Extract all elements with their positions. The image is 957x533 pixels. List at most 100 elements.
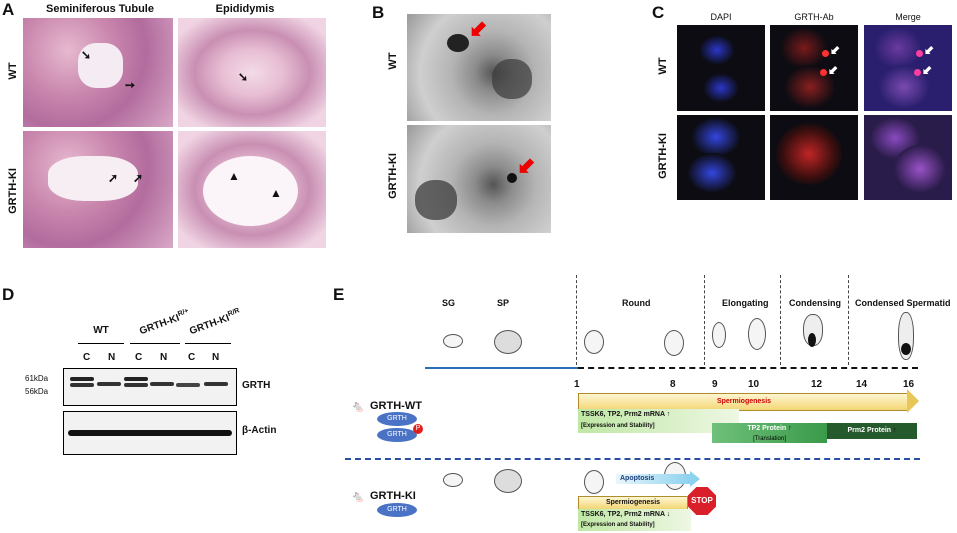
lane-n-1: N bbox=[108, 352, 116, 363]
cell-elong-2 bbox=[748, 318, 766, 350]
stage-condensing: Condensing bbox=[789, 298, 841, 308]
row-divider bbox=[345, 458, 920, 460]
grth-oval-1: GRTH bbox=[377, 412, 417, 426]
up-arrow-icon: ↑ bbox=[666, 411, 671, 418]
ki-label: GRTH-KI bbox=[370, 490, 416, 502]
timeline-dashed bbox=[578, 367, 918, 369]
arrow-icon: ➚ bbox=[108, 171, 119, 185]
mouse-icon: 🐁 bbox=[351, 401, 365, 413]
arrow-icon: ➘ bbox=[238, 70, 249, 84]
col-header-grth-ab: GRTH-Ab bbox=[794, 12, 834, 22]
red-arrow-icon: ⬋ bbox=[469, 16, 488, 41]
protein-actin: β-Actin bbox=[242, 425, 277, 436]
panel-label-c: C bbox=[652, 3, 665, 22]
phospho-badge: P bbox=[413, 424, 423, 434]
panel-label-b: B bbox=[372, 3, 385, 22]
cell-sg-ki bbox=[443, 473, 463, 487]
lane-group-wt: WT bbox=[93, 325, 109, 336]
lane-c-3: C bbox=[188, 352, 196, 363]
up-arrow-icon: ↑ bbox=[788, 425, 792, 432]
fluor-ki-dapi bbox=[677, 115, 765, 200]
tick-8: 8 bbox=[670, 379, 676, 390]
blot-grth bbox=[63, 368, 237, 406]
lane-n-2: N bbox=[160, 352, 168, 363]
arrowhead-icon: ▲ bbox=[270, 186, 282, 200]
stop-sign-icon: STOP bbox=[688, 487, 716, 515]
arrow-head-wt bbox=[907, 389, 919, 413]
red-arrow-icon: ⬋ bbox=[517, 153, 536, 178]
spermiogenesis-bar-ki: Spermiogenesis bbox=[578, 496, 688, 510]
stage-elongating: Elongating bbox=[722, 298, 769, 308]
fluor-ki-merge bbox=[864, 115, 952, 200]
separator-1 bbox=[576, 275, 577, 365]
white-arrow-icon: ⬋ bbox=[828, 63, 839, 77]
cell-elong-1 bbox=[712, 322, 726, 348]
row-label-ki-b: GRTH-KI bbox=[387, 153, 399, 199]
fluor-wt-merge: ⬋ ⬋ bbox=[864, 25, 952, 111]
mrna-bar-ki: TSSK6, TP2, Prm2 mRNA ↓ [Expression and … bbox=[578, 509, 691, 531]
col-header-dapi: DAPI bbox=[710, 12, 732, 22]
tick-12: 12 bbox=[811, 379, 823, 390]
row-label-ki-c: GRTH-KI bbox=[657, 133, 669, 179]
panel-label-e: E bbox=[333, 285, 345, 304]
arrowhead-icon: ▲ bbox=[228, 169, 240, 183]
grth-oval-2: GRTH bbox=[377, 428, 417, 442]
up-arrow-icon: ↑ bbox=[893, 427, 897, 434]
col-header-merge: Merge bbox=[895, 12, 921, 22]
col-header-seminiferous: Seminiferous Tubule bbox=[46, 3, 154, 15]
grth-oval-ki: GRTH bbox=[377, 503, 417, 517]
histo-wt-tubule: ➘ ➙ bbox=[23, 18, 173, 127]
stage-condensed-spermatid: Condensed Spermatid bbox=[855, 298, 951, 308]
tick-10: 10 bbox=[748, 379, 760, 390]
underline-ki-rplus bbox=[130, 343, 180, 344]
panel-label-a: A bbox=[2, 0, 15, 19]
cell-round-2 bbox=[664, 330, 684, 356]
tick-14: 14 bbox=[856, 379, 868, 390]
arrow-head-apoptosis bbox=[690, 471, 700, 487]
histo-ki-epididymis: ▲ ▲ bbox=[178, 131, 326, 248]
mw-56kda: 56kDa bbox=[25, 387, 49, 396]
panel-label-d: D bbox=[2, 285, 15, 304]
tp2-bar: TP2 Protein ↑ [Translation] bbox=[712, 423, 827, 443]
em-ki: ⬋ bbox=[407, 125, 551, 233]
white-arrow-icon: ⬋ bbox=[830, 43, 841, 57]
blot-actin bbox=[63, 411, 237, 455]
cell-round-ki-1 bbox=[584, 470, 604, 494]
mouse-icon: 🐁 bbox=[351, 491, 365, 503]
tick-1: 1 bbox=[574, 379, 580, 390]
row-label-wt-b: WT bbox=[387, 52, 399, 70]
timeline-solid bbox=[425, 367, 578, 369]
wt-label: GRTH-WT bbox=[370, 400, 422, 412]
lane-n-3: N bbox=[212, 352, 220, 363]
stage-sp: SP bbox=[497, 298, 510, 308]
separator-4 bbox=[848, 275, 849, 365]
arrow-icon: ➙ bbox=[125, 78, 136, 92]
underline-ki-rr bbox=[185, 343, 231, 344]
down-arrow-icon: ↓ bbox=[666, 511, 671, 518]
prm2-bar: Prm2 Protein ↑ bbox=[827, 423, 917, 439]
cell-condensed bbox=[898, 312, 914, 360]
col-header-epididymis: Epididymis bbox=[215, 3, 275, 15]
cell-sp-wt bbox=[494, 330, 522, 354]
separator-3 bbox=[780, 275, 781, 365]
protein-grth: GRTH bbox=[242, 380, 271, 391]
underline-wt bbox=[78, 343, 124, 344]
row-label-wt-a: WT bbox=[7, 62, 19, 80]
white-arrow-icon: ⬋ bbox=[924, 43, 935, 57]
white-arrow-icon: ⬋ bbox=[922, 63, 933, 77]
lane-c-1: C bbox=[83, 352, 91, 363]
fluor-wt-grth: ⬋ ⬋ bbox=[770, 25, 858, 111]
mw-61kda: 61kDa bbox=[25, 374, 49, 383]
cell-sp-ki bbox=[494, 469, 522, 493]
tick-16: 16 bbox=[903, 379, 915, 390]
histo-ki-tubule: ➚ ➚ bbox=[23, 131, 173, 248]
cell-sg-wt bbox=[443, 334, 463, 348]
em-wt: ⬋ bbox=[407, 14, 551, 121]
histo-wt-epididymis: ➘ bbox=[178, 18, 326, 127]
cell-round-1 bbox=[584, 330, 604, 354]
fluor-wt-dapi bbox=[677, 25, 765, 111]
fluor-ki-grth bbox=[770, 115, 858, 200]
arrow-icon: ➚ bbox=[133, 171, 144, 185]
tick-9: 9 bbox=[712, 379, 718, 390]
stage-sg: SG bbox=[442, 298, 456, 308]
